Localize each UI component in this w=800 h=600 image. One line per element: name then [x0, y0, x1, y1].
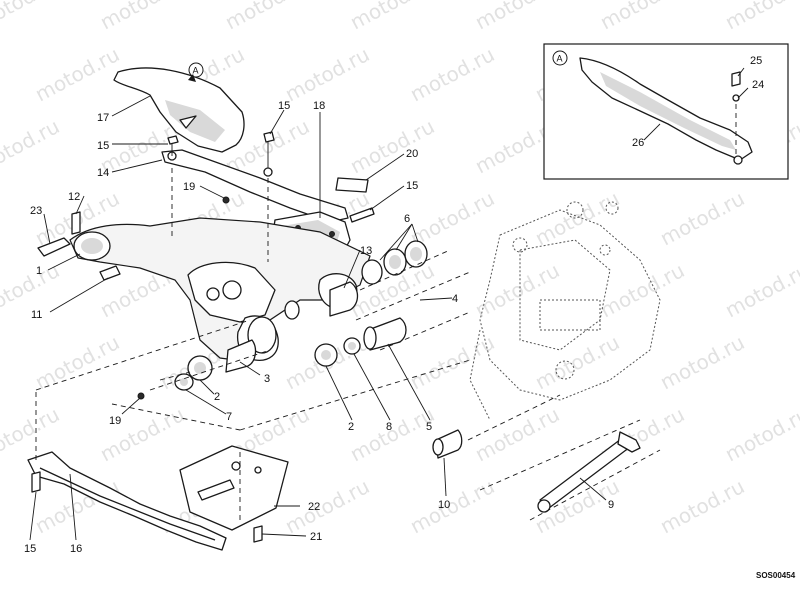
callout-leaders — [29, 95, 607, 541]
watermark-text: motod.ru — [0, 0, 63, 34]
callout-10: 10 — [438, 499, 450, 511]
callout-11: 11 — [31, 309, 42, 321]
callout-2-right: 2 — [348, 421, 354, 433]
watermark-text: motod.ru — [96, 0, 188, 34]
callout-16: 16 — [70, 543, 82, 555]
watermark-text: motod.ru — [656, 186, 748, 250]
callout-4: 4 — [452, 293, 458, 305]
inset-detail-view — [543, 43, 789, 180]
view-ref-label: A — [193, 66, 199, 76]
callout-8: 8 — [386, 421, 392, 433]
watermark-text: motod.ru — [471, 258, 563, 322]
watermark-text: motod.ru — [406, 186, 498, 250]
callout-26: 26 — [632, 137, 644, 149]
callout-23: 23 — [30, 205, 42, 217]
watermark-text: motod.ru — [721, 258, 800, 322]
lower-chain-guard — [27, 451, 227, 551]
callout-19-upper: 19 — [183, 181, 195, 193]
callout-25: 25 — [750, 55, 762, 67]
callout-5: 5 — [426, 421, 432, 433]
callout-labels: 17 15 15 18 14 20 15 19 12 23 6 13 1 4 1… — [24, 55, 764, 555]
callout-22: 22 — [308, 501, 320, 513]
watermark-text: motod.ru — [281, 42, 373, 106]
callout-24: 24 — [752, 79, 764, 91]
chain-guard-part — [113, 67, 245, 153]
callout-6: 6 — [404, 213, 410, 225]
callout-12: 12 — [68, 191, 80, 203]
watermark-text: motod.ru — [96, 402, 188, 466]
watermark-text: motod.ru — [596, 0, 688, 34]
watermark-text: motod.ru — [346, 114, 438, 178]
frame-outline — [469, 201, 661, 421]
watermark-text: motod.ru — [346, 0, 438, 34]
callout-7: 7 — [226, 411, 232, 423]
watermark-text: motod.ru — [531, 330, 623, 394]
watermark-text: motod.ru — [346, 402, 438, 466]
watermark-text: motod.ru — [0, 114, 63, 178]
callout-1: 1 — [36, 265, 42, 277]
watermark-text: motod.ru — [406, 474, 498, 538]
callout-9: 9 — [608, 499, 614, 511]
pivot-shaft-part — [537, 431, 641, 513]
swingarm-body — [69, 217, 371, 363]
callout-20: 20 — [406, 148, 418, 160]
watermark-text: motod.ru — [31, 42, 123, 106]
watermark-text: motod.ru — [471, 402, 563, 466]
watermark-text: motod.ru — [471, 0, 563, 34]
assembly-axis-lines — [35, 168, 661, 521]
watermark-text: motod.ru — [221, 0, 313, 34]
watermark-text: motod.ru — [656, 474, 748, 538]
callout-15-right: 15 — [406, 180, 418, 192]
fastener-set — [31, 131, 375, 543]
watermark-text: motod.ru — [31, 330, 123, 394]
callout-18: 18 — [313, 100, 325, 112]
watermark-text: motod.ru — [721, 402, 800, 466]
watermark-text: motod.ru — [596, 258, 688, 322]
callout-15-upper-right: 15 — [278, 100, 290, 112]
watermark-text: motod.ru — [656, 330, 748, 394]
callout-13: 13 — [360, 245, 372, 257]
drawing-code: SOS00454 — [756, 571, 796, 580]
watermark-text: motod.ru — [406, 42, 498, 106]
callout-14: 14 — [97, 167, 109, 179]
inset-ref-label: A — [557, 54, 563, 64]
callout-21: 21 — [310, 531, 322, 543]
view-reference-marker: A A — [188, 50, 568, 82]
mounting-plate — [179, 445, 289, 531]
callout-17: 17 — [97, 112, 109, 124]
bearing-stack — [174, 240, 463, 459]
watermark-text: motod.ru — [531, 186, 623, 250]
label-plate — [335, 177, 369, 193]
watermark-text: motod.ru — [721, 0, 800, 34]
callout-2-left: 2 — [214, 391, 220, 403]
callout-15-lower: 15 — [24, 543, 36, 555]
callout-19-lower: 19 — [109, 415, 121, 427]
callout-15-upper-left: 15 — [97, 140, 109, 152]
callout-3: 3 — [264, 373, 270, 385]
